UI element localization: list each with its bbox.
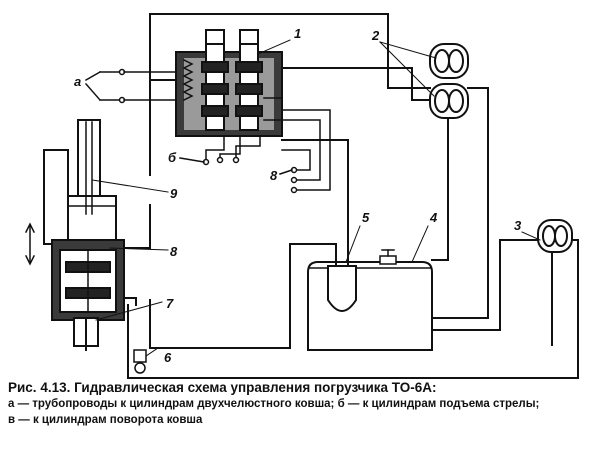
- caption-line-2: в — к цилиндрам поворота ковша: [8, 414, 203, 426]
- cylinder-line-2: [123, 297, 137, 306]
- pipe-terminals-v: [279, 109, 331, 194]
- label-2: 2: [371, 28, 380, 43]
- label-3: 3: [514, 218, 522, 233]
- caption-title: Рис. 4.13. Гидравлическая схема управлен…: [8, 380, 437, 395]
- return-line: [149, 243, 337, 349]
- label-8-pipes: 8: [270, 168, 278, 183]
- leader-lines: [91, 39, 541, 357]
- return-line-2: [281, 139, 349, 245]
- pressure-lines: [127, 13, 579, 379]
- tank-filter-5: [327, 243, 357, 312]
- label-b: б: [168, 150, 177, 165]
- hydraulic-scheme: 1 2 3 4 5 6 7 8 8 9 а б: [24, 13, 579, 379]
- distributor-1: [175, 29, 283, 137]
- tank-4: [307, 249, 433, 351]
- cylinder-line-1: [123, 204, 151, 249]
- label-5: 5: [362, 210, 370, 225]
- label-a: а: [74, 74, 81, 89]
- figure-caption: Рис. 4.13. Гидравлическая схема управлен…: [8, 380, 604, 428]
- label-6: 6: [164, 350, 172, 365]
- caption-line-1: а — трубопроводы к цилиндрам двухчелюстн…: [8, 398, 540, 410]
- lift-cylinder-9: [43, 119, 117, 245]
- pump-3: [537, 219, 573, 253]
- direction-arrow-icon: [24, 222, 36, 266]
- filters-2: [429, 43, 469, 119]
- pipe-terminals-b: [179, 135, 261, 166]
- label-4: 4: [429, 210, 438, 225]
- label-8-valve: 8: [170, 244, 178, 259]
- label-7: 7: [166, 296, 174, 311]
- label-1: 1: [294, 26, 301, 41]
- valve-block-8: [51, 239, 125, 351]
- check-valve-6: [133, 349, 147, 374]
- label-9: 9: [170, 186, 178, 201]
- pipe-terminals-a: [84, 68, 177, 104]
